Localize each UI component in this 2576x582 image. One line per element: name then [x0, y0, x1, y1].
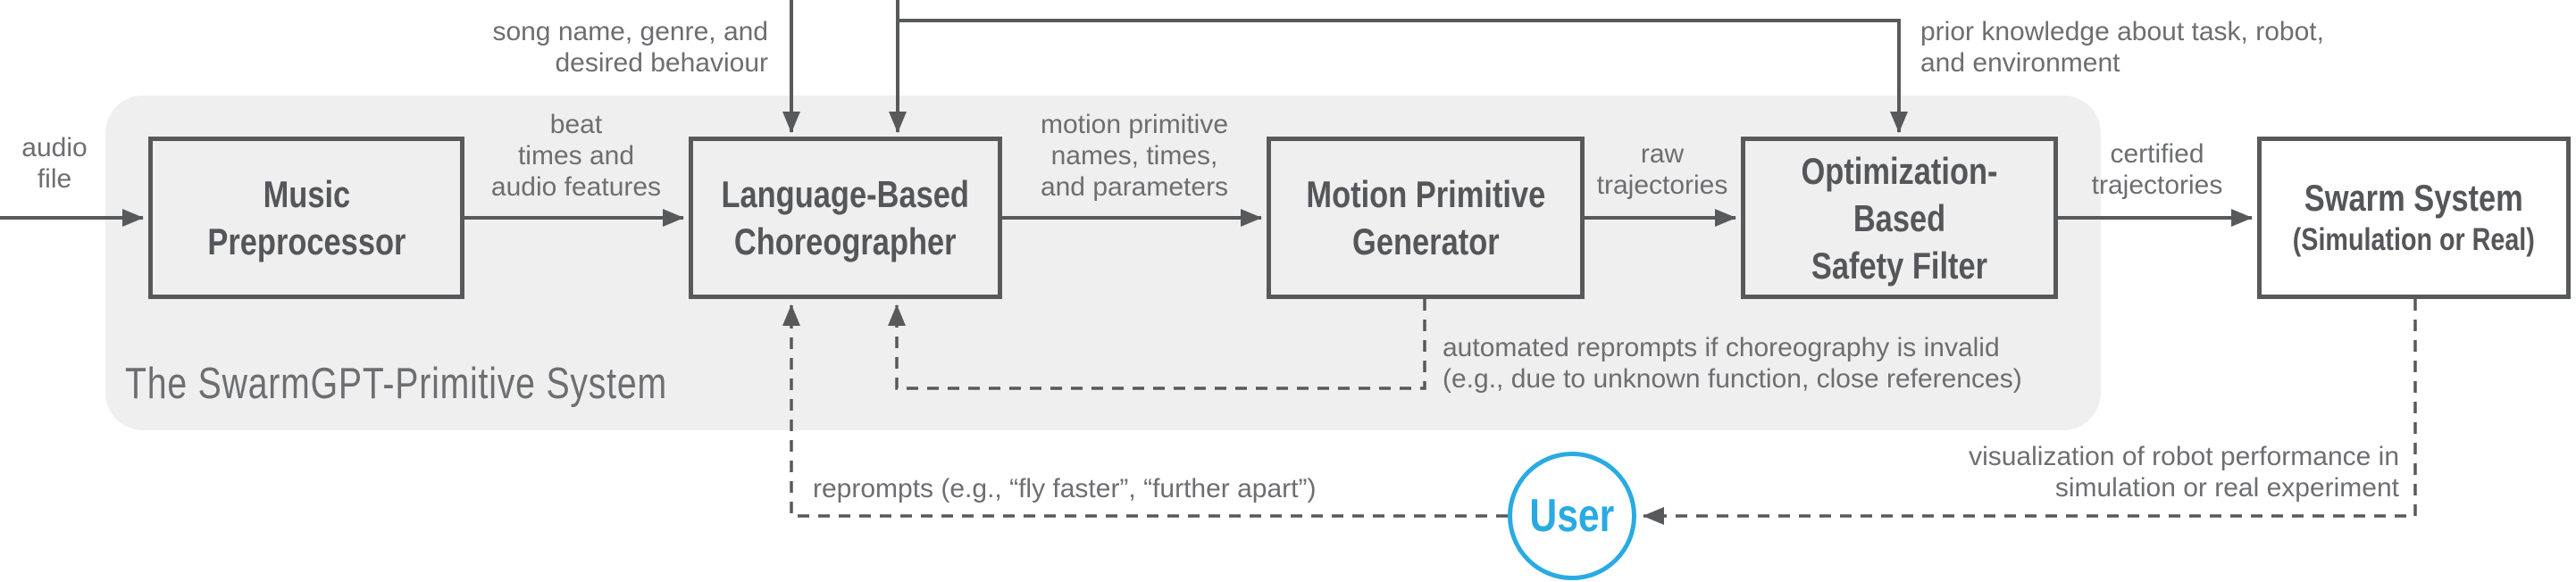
edge-label-audio-file: audio file [21, 133, 88, 194]
edge-label-beat-features: beat times and audio features [490, 110, 662, 202]
edge-label-song-input: song name, genre, and desired behaviour [492, 17, 768, 78]
edge-label-prior-knowledge: prior knowledge about task, robot, and e… [1920, 17, 2324, 78]
node-music-preprocessor-label: Music Preprocessor [206, 173, 406, 262]
node-language-based-choreographer-label: Language-Based Choreographer [721, 173, 970, 262]
node-user: User [1508, 452, 1636, 580]
panel-title: The SwarmGPT-Primitive System [125, 360, 667, 408]
edge-label-visualization: visualization of robot performance in si… [1969, 442, 2399, 503]
node-language-based-choreographer: Language-Based Choreographer [689, 137, 1002, 299]
node-motion-primitive-generator: Motion Primitive Generator [1267, 137, 1585, 299]
edge-label-user-reprompts: reprompts (e.g., “fly faster”, “further … [813, 474, 1317, 503]
node-music-preprocessor: Music Preprocessor [148, 137, 464, 299]
edge-label-raw-trajectories: raw trajectories [1596, 139, 1728, 200]
node-swarm-system-sublabel: (Simulation or Real) [2292, 222, 2536, 257]
node-optimization-based-safety-filter: Optimization-Based Safety Filter [1741, 137, 2058, 299]
node-motion-primitive-generator-label: Motion Primitive Generator [1306, 173, 1545, 262]
node-user-label: User [1529, 490, 1615, 542]
edge-label-certified-trajectories: certified trajectories [2091, 139, 2223, 200]
node-optimization-based-safety-filter-label: Optimization-Based Safety Filter [1801, 149, 1998, 287]
node-swarm-system: Swarm System (Simulation or Real) [2257, 137, 2571, 299]
dashed-visualization-loop [1643, 299, 2417, 525]
system-panel [105, 96, 2101, 430]
dashed-automated-reprompt-loop [888, 299, 1426, 390]
arrow-prior-knowledge-to-filter [898, 19, 1908, 133]
node-swarm-system-label: Swarm System [2304, 177, 2524, 219]
edge-label-automated-reprompts: automated reprompts if choreography is i… [1443, 333, 2022, 394]
edge-label-motion-primitives: motion primitive names, times, and param… [1040, 110, 1229, 202]
